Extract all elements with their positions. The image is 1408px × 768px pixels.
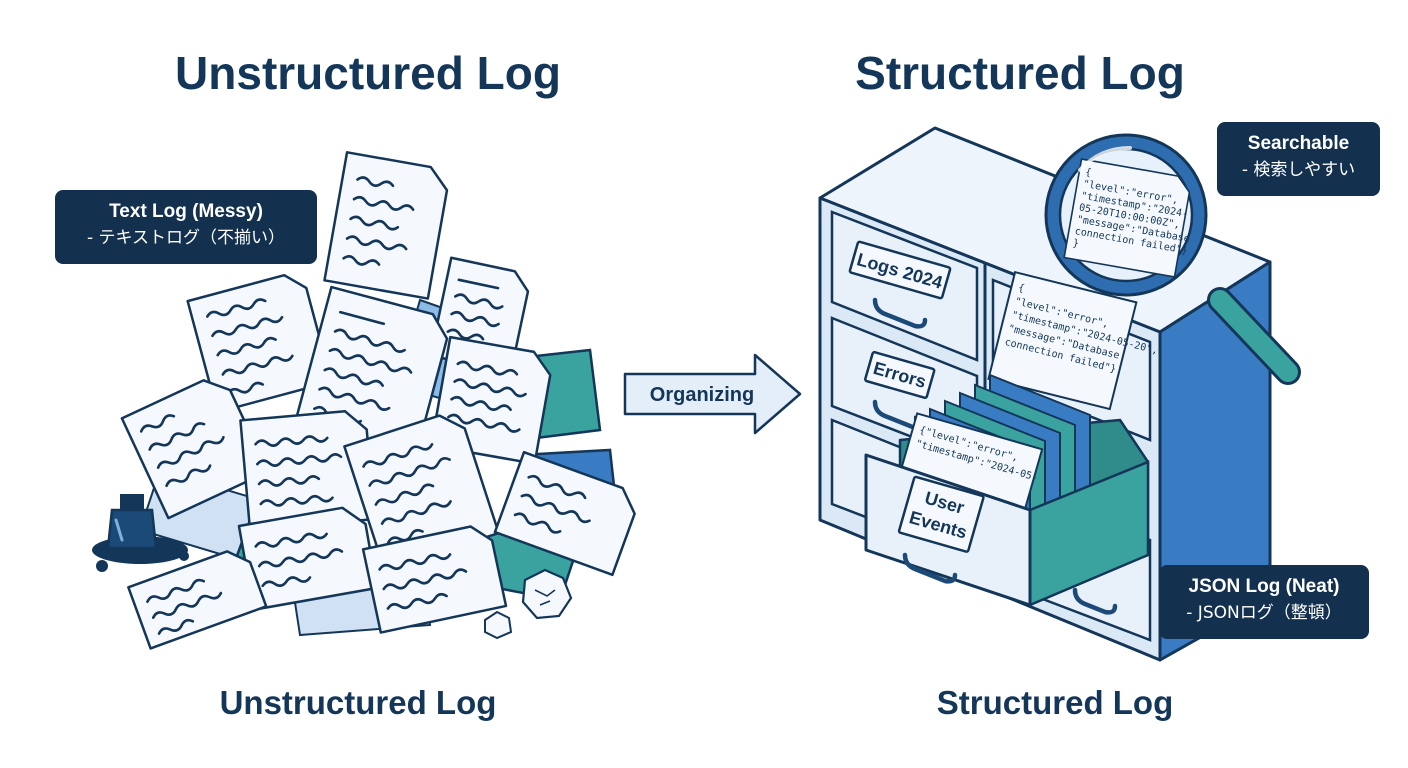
title-unstructured-log: Unstructured Log <box>175 47 561 99</box>
organizing-label: Organizing <box>650 384 754 406</box>
caption-structured-log: Structured Log <box>936 684 1174 721</box>
magnifier-json-line-7: } <box>1072 238 1080 250</box>
json-log-tag-title: JSON Log (Neat) <box>1188 576 1340 597</box>
json-log-tag-subtitle: - JSONログ（整頓） <box>1186 603 1342 623</box>
messy-paper-pile <box>92 151 636 650</box>
organizing-arrow: Organizing <box>623 353 802 435</box>
filing-cabinet: Logs 2024 Errors { "level":"error", "tim… <box>818 126 1301 662</box>
searchable-tag-subtitle: - 検索しやすい <box>1241 160 1356 180</box>
caption-unstructured-log: Unstructured Log <box>219 684 497 721</box>
text-log-tag-title: Text Log (Messy) <box>109 201 263 222</box>
cabinet-json-line-1: { <box>1017 283 1026 295</box>
json-log-tag: JSON Log (Neat) - JSONログ（整頓） <box>1159 565 1369 639</box>
magnifier-json-line-1: { <box>1084 167 1092 179</box>
magnifier-icon: { "level":"error", "timestamp":"2024- 05… <box>1044 133 1301 385</box>
searchable-tag-title: Searchable <box>1247 133 1350 154</box>
searchable-tag: Searchable - 検索しやすい <box>1217 122 1380 196</box>
text-log-tag: Text Log (Messy) - テキストログ（不揃い） <box>55 190 317 264</box>
text-log-tag-subtitle: - テキストログ（不揃い） <box>86 228 286 248</box>
title-structured-log: Structured Log <box>855 47 1185 99</box>
